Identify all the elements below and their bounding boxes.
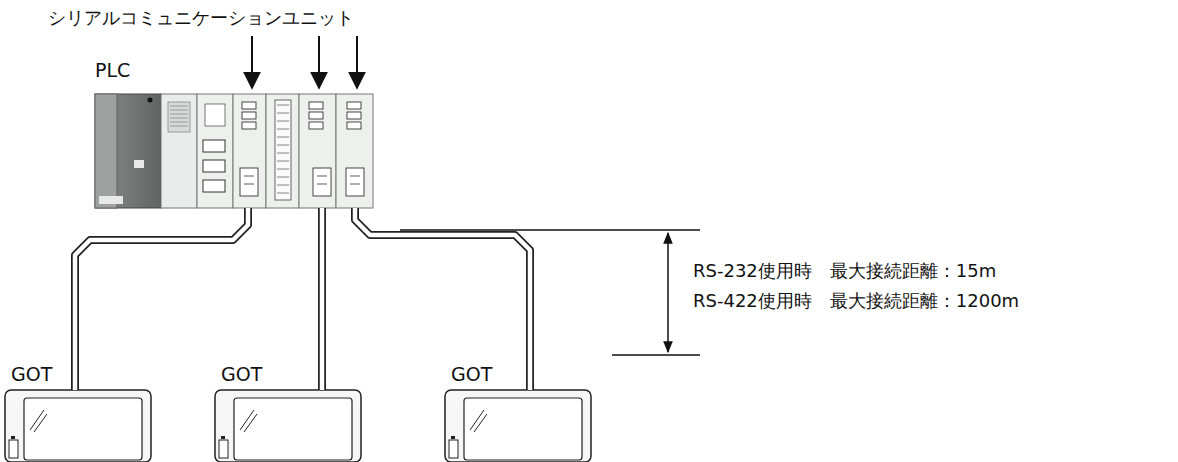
got-panel: GOT: [5, 390, 151, 462]
cable-core: [75, 208, 248, 390]
terminal-stroke: [277, 161, 289, 162]
got-indicators: [9, 440, 458, 458]
got-screens: [24, 398, 582, 460]
unit-label: シリアルコミュニケーションユニット: [48, 7, 354, 29]
terminal-stroke: [277, 145, 289, 146]
terminal-stroke: [277, 121, 289, 122]
terminal-stroke: [277, 113, 289, 114]
terminal-stroke: [277, 177, 289, 178]
device-label: GOT: [11, 364, 52, 385]
leader-arrows: [252, 36, 357, 88]
got-panel: GOT: [445, 390, 591, 462]
plc-unit: PLC: [95, 94, 373, 208]
cable-group: [322, 208, 323, 390]
got-devices: [5, 390, 591, 462]
distance-dimension: [400, 230, 700, 355]
distance-note: RS-422使用時 最大接続距離：1200m: [693, 290, 1019, 312]
cable-core: [355, 208, 530, 390]
screen-glare: [30, 410, 487, 432]
terminal-stroke: [277, 137, 289, 138]
cable-group: [75, 208, 248, 390]
got-indicator-dots: [11, 436, 455, 439]
distance-note: RS-232使用時 最大接続距離：15m: [693, 260, 996, 282]
cable: [75, 208, 248, 390]
terminal-stroke: [277, 105, 289, 106]
terminal-stroke: [277, 169, 289, 170]
cable: [318, 208, 326, 390]
terminal-stroke: [277, 129, 289, 130]
device-label: GOT: [451, 364, 492, 385]
device-label: GOT: [221, 364, 262, 385]
cable: [355, 208, 530, 390]
cable-core: [320, 208, 325, 390]
plc-rack: [95, 94, 373, 208]
cable-group: [355, 208, 530, 390]
terminal-stroke: [277, 193, 289, 194]
terminal-stroke: [277, 185, 289, 186]
got-panel: GOT: [215, 390, 361, 462]
terminal-stroke: [277, 153, 289, 154]
device-label: PLC: [95, 60, 130, 81]
